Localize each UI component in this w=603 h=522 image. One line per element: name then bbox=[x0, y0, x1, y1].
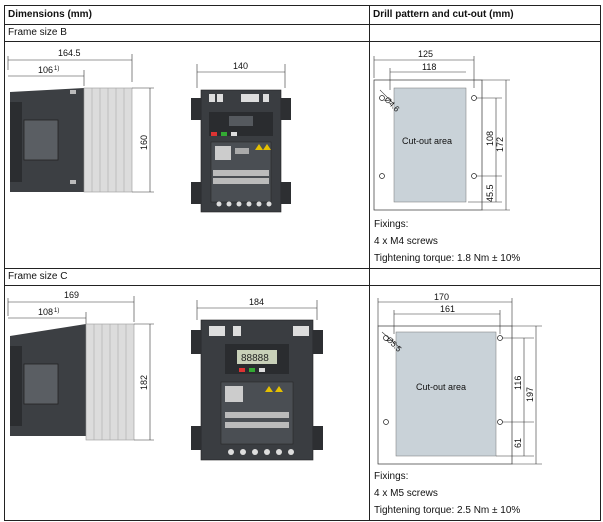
frame-c-drill-height-197: 197 bbox=[525, 387, 535, 402]
row-divider-c-label bbox=[4, 285, 601, 286]
frame-c-drill-inner-width: 161 bbox=[440, 304, 455, 314]
frame-c-height-label: 182 bbox=[139, 375, 149, 390]
frame-b-cutout-label: Cut-out area bbox=[402, 136, 452, 146]
frame-b-drill-height-172: 172 bbox=[495, 137, 505, 152]
frame-b-total-depth-label: 164.5 bbox=[58, 48, 81, 58]
row-divider-header bbox=[4, 24, 601, 25]
frame-c-cutout-label: Cut-out area bbox=[416, 382, 466, 392]
frame-c-side-view: 169 1081) 182 bbox=[7, 290, 154, 441]
frame-c-drill-pattern: 170 161 Cut-out area Ø5.5 116 197 61 bbox=[377, 292, 542, 465]
row-divider-c-start bbox=[4, 268, 601, 269]
frame-b-fixings-torque: Tightening torque: 1.8 Nm ± 10% bbox=[374, 253, 521, 264]
frame-c-drill-height-61: 61 bbox=[513, 438, 523, 448]
frame-b-front-view: 140 bbox=[191, 61, 291, 213]
frame-b-fixings-screws: 4 x M4 screws bbox=[374, 236, 438, 247]
frame-c-fixings-torque: Tightening torque: 2.5 Nm ± 10% bbox=[374, 505, 521, 516]
svg-text:1061): 1061) bbox=[38, 65, 59, 75]
header-dimensions: Dimensions (mm) bbox=[8, 9, 92, 20]
frame-b-drill-outer-width: 125 bbox=[418, 49, 433, 59]
frame-b-partial-depth-label: 106 bbox=[38, 65, 53, 75]
frame-c-fixings-title: Fixings: bbox=[374, 471, 409, 482]
frame-c-drill-height-116: 116 bbox=[513, 376, 523, 390]
frame-c-drill-outer-width: 170 bbox=[434, 292, 449, 302]
table-border-top bbox=[4, 5, 601, 6]
frame-c-total-depth-label: 169 bbox=[64, 290, 79, 300]
frame-b-fixings-title: Fixings: bbox=[374, 219, 409, 230]
frame-b-drill-height-45: 45.5 bbox=[485, 184, 495, 202]
frame-c-label: Frame size C bbox=[8, 271, 68, 282]
header-drill-pattern: Drill pattern and cut-out (mm) bbox=[373, 9, 514, 20]
frame-b-drill-pattern: 125 118 Cut-out area Ø4.6 108 172 45.5 bbox=[373, 49, 510, 211]
frame-b-drill-inner-width: 118 bbox=[422, 62, 436, 72]
frame-b-label: Frame size B bbox=[8, 27, 67, 38]
frame-c-fixings-screws: 4 x M5 screws bbox=[374, 488, 438, 499]
frame-c-width-label: 184 bbox=[249, 297, 264, 307]
frame-c-partial-depth-label: 108 bbox=[38, 307, 53, 317]
frame-b-drill-height-108: 108 bbox=[485, 131, 495, 146]
column-divider bbox=[369, 5, 370, 521]
frame-b-partial-depth-footnote: 1) bbox=[54, 66, 59, 72]
frame-c-display-reading: 88888 bbox=[241, 353, 269, 364]
frame-c-front-view: 184 88888 bbox=[191, 297, 323, 461]
frame-b-width-label: 140 bbox=[233, 61, 248, 71]
frame-c-partial-depth-footnote: 1) bbox=[54, 308, 59, 314]
table-border-left bbox=[4, 5, 5, 521]
svg-text:1081): 1081) bbox=[38, 307, 59, 317]
frame-b-side-view: 164.5 1061) 160 bbox=[7, 48, 154, 193]
row-divider-b-label bbox=[4, 41, 601, 42]
frame-b-height-label: 160 bbox=[139, 135, 149, 150]
table-border-bottom bbox=[4, 520, 601, 521]
table-border-right bbox=[600, 5, 601, 521]
